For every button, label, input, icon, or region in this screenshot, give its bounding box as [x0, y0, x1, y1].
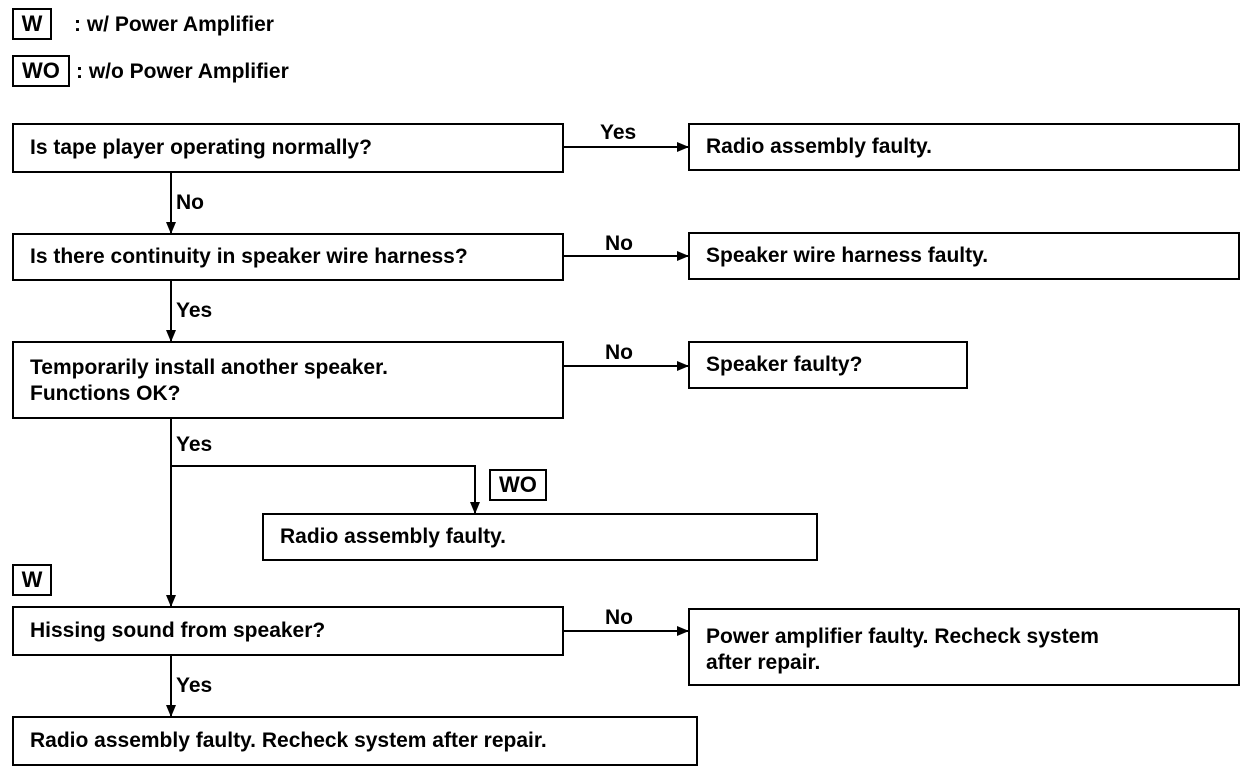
label-speaker-no: No: [605, 341, 633, 364]
node-result-harness-faulty: Speaker wire harness faulty.: [688, 232, 1240, 280]
label-tape-no: No: [176, 191, 204, 214]
node-question-speaker-swap-line2: Functions OK?: [30, 382, 181, 405]
node-question-continuity-text: Is there continuity in speaker wire harn…: [30, 245, 468, 268]
label-hissing-no: No: [605, 606, 633, 629]
node-result-harness-faulty-text: Speaker wire harness faulty.: [706, 244, 989, 267]
node-question-tape-player: Is tape player operating normally?: [12, 123, 564, 173]
legend-wo-text: : w/o Power Amplifier: [76, 60, 289, 83]
label-speaker-yes: Yes: [176, 433, 213, 456]
legend-w-tag: W: [12, 8, 52, 40]
node-result-amp-faulty-line2: after repair.: [706, 651, 821, 674]
label-continuity-no: No: [605, 232, 633, 255]
label-wo-tag: WO: [489, 469, 547, 501]
node-result-radio-faulty-1-text: Radio assembly faulty.: [706, 135, 933, 158]
node-result-speaker-faulty-text: Speaker faulty?: [706, 353, 863, 376]
node-question-continuity: Is there continuity in speaker wire harn…: [12, 233, 564, 281]
edge-wo-branch-line: [171, 465, 480, 514]
node-result-speaker-faulty: Speaker faulty?: [688, 341, 968, 389]
node-result-radio-faulty-3: Radio assembly faulty. Recheck system af…: [12, 716, 698, 766]
legend-wo-tag: WO: [12, 55, 70, 87]
node-result-amp-faulty-line1: Power amplifier faulty. Recheck system: [706, 625, 1099, 648]
legend-w-text: : w/ Power Amplifier: [74, 13, 274, 36]
node-result-radio-faulty-2-text: Radio assembly faulty.: [280, 525, 507, 548]
node-question-hissing-text: Hissing sound from speaker?: [30, 619, 326, 642]
node-question-tape-player-text: Is tape player operating normally?: [30, 136, 372, 159]
node-result-radio-faulty-2: Radio assembly faulty.: [262, 513, 818, 561]
label-w-tag: W: [12, 564, 52, 596]
label-hissing-yes: Yes: [176, 674, 213, 697]
node-question-hissing: Hissing sound from speaker?: [12, 606, 564, 656]
label-continuity-yes: Yes: [176, 299, 213, 322]
node-result-amp-faulty: Power amplifier faulty. Recheck system a…: [688, 608, 1240, 686]
node-result-radio-faulty-1: Radio assembly faulty.: [688, 123, 1240, 171]
label-tape-yes: Yes: [600, 121, 637, 144]
node-result-radio-faulty-3-text: Radio assembly faulty. Recheck system af…: [30, 729, 547, 752]
node-question-speaker-swap-line1: Temporarily install another speaker.: [30, 356, 388, 379]
node-question-speaker-swap: Temporarily install another speaker. Fun…: [12, 341, 564, 419]
